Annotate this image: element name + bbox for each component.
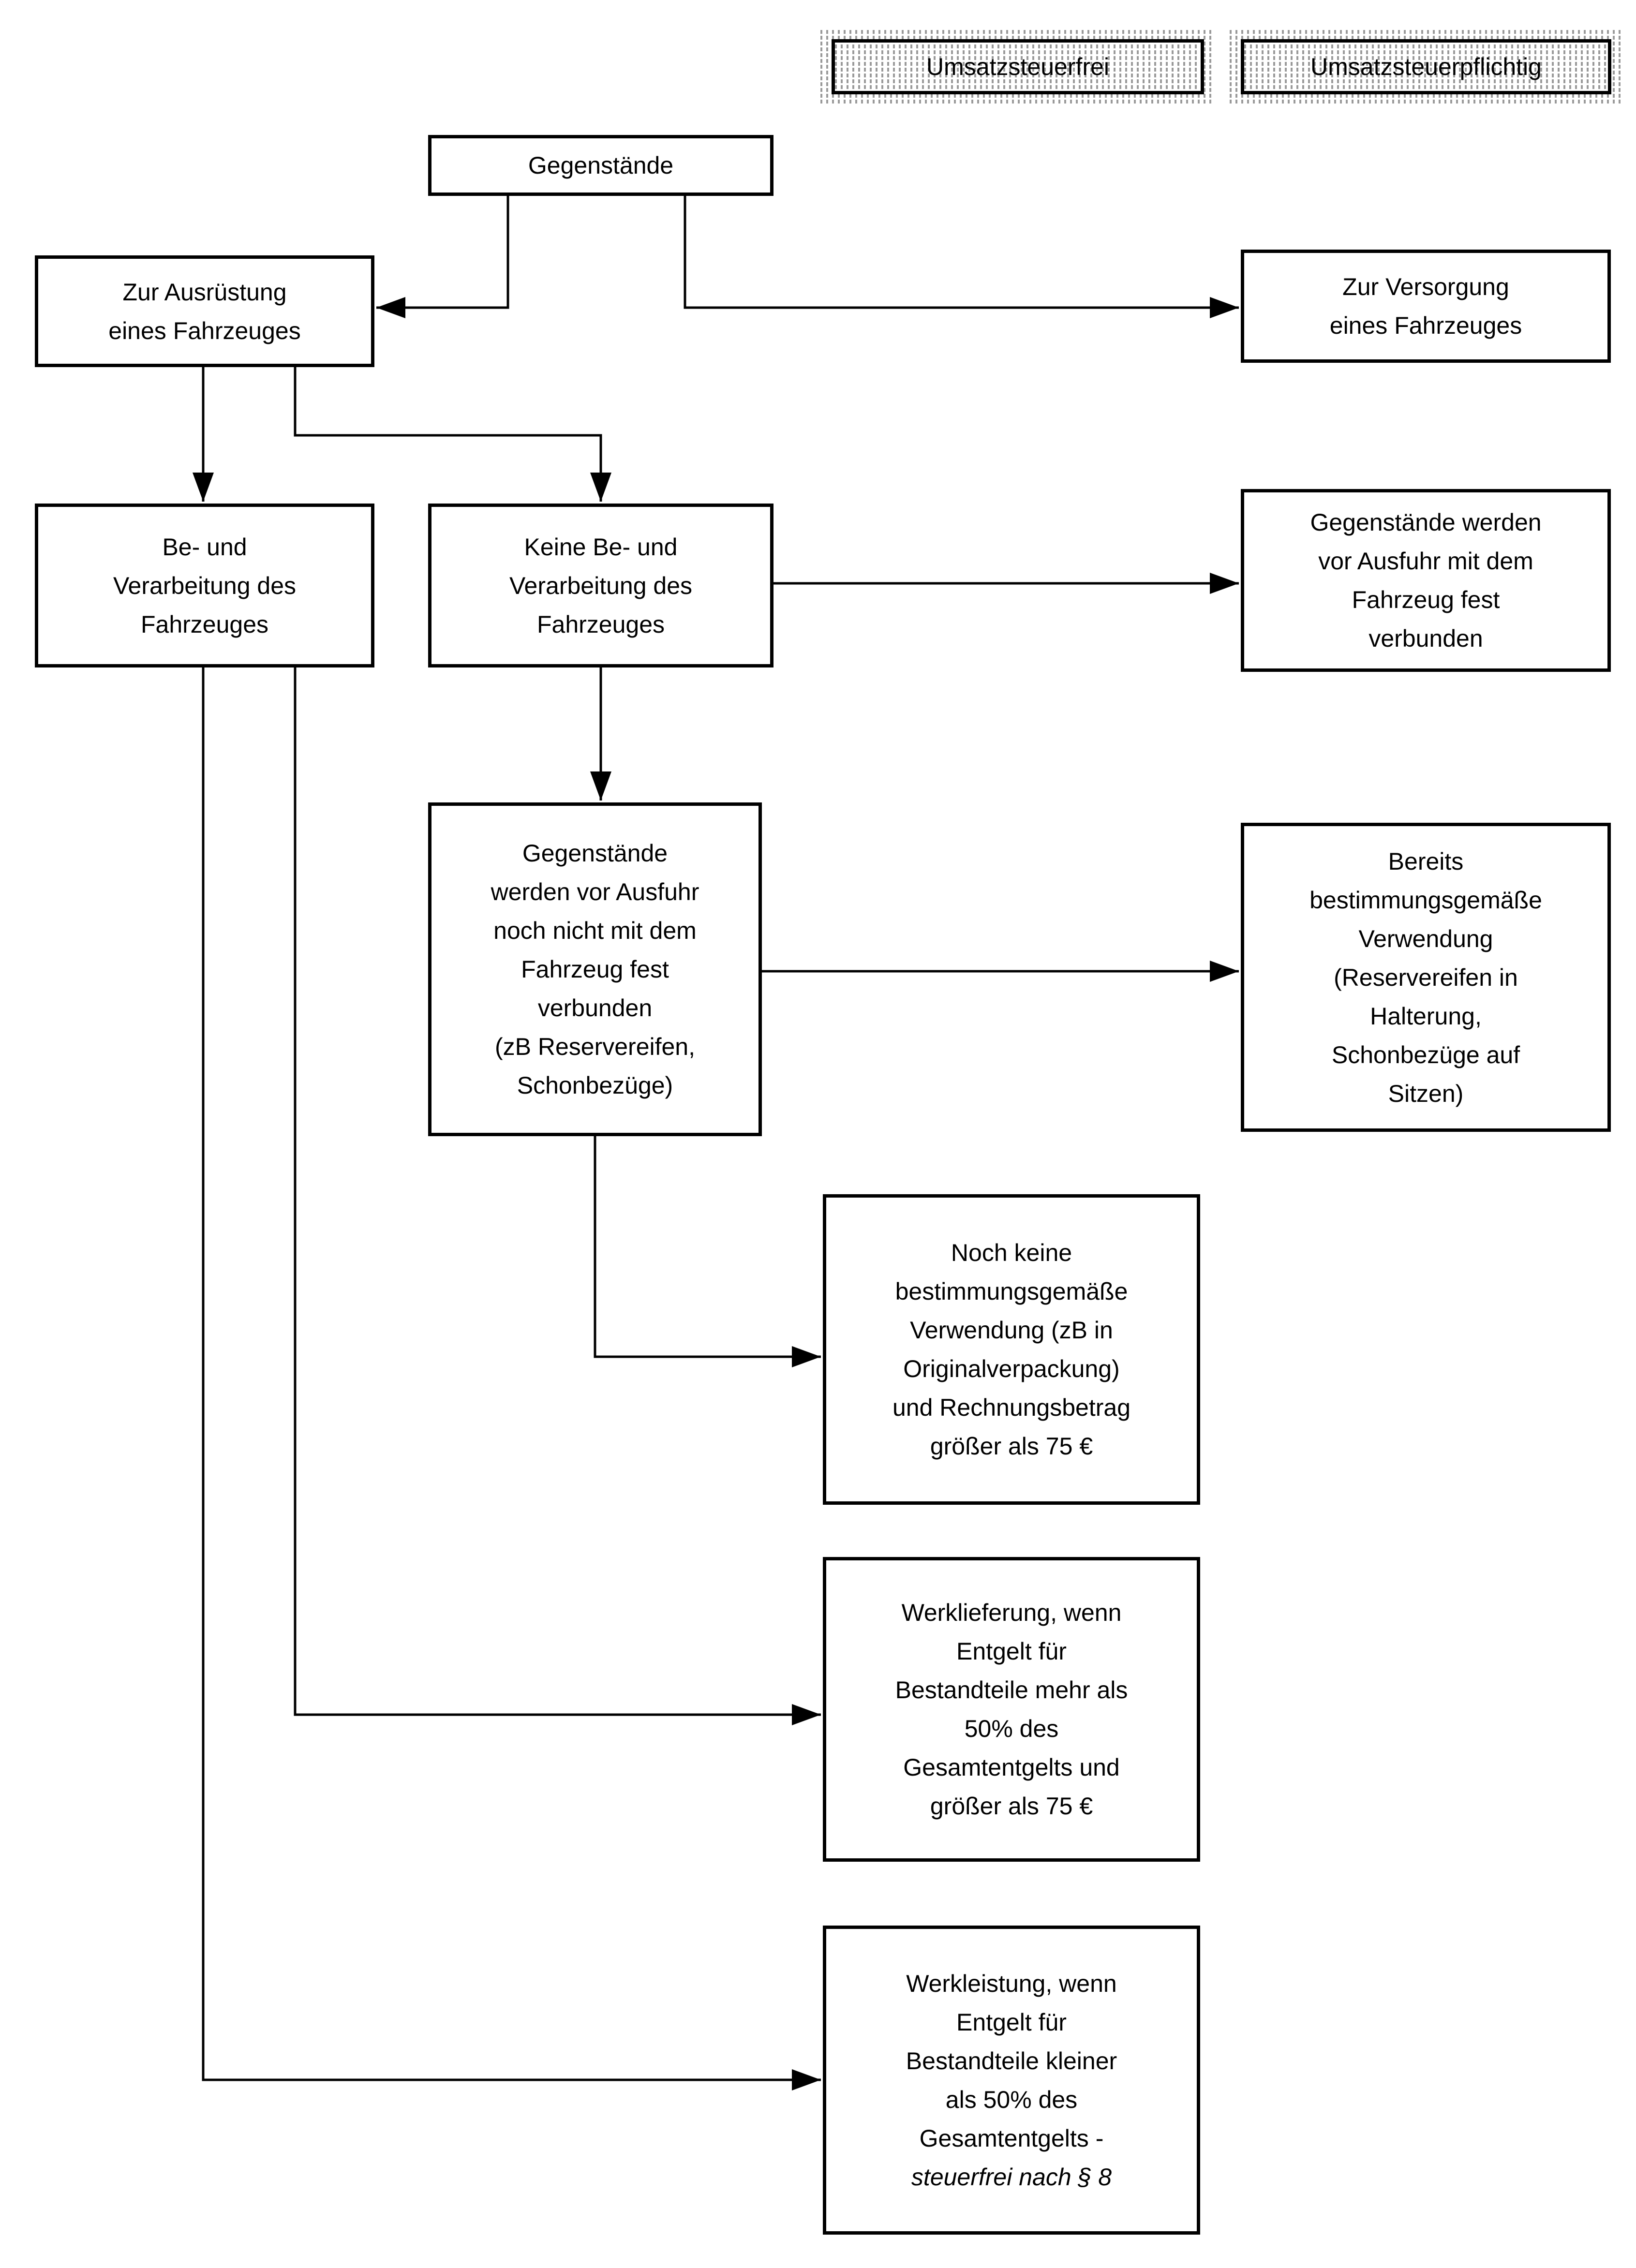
node-werkleistung: Werkleistung, wenn Entgelt für Bestandte… xyxy=(823,1926,1200,2235)
node-fest-verbunden-label: Gegenstände werden vor Ausfuhr mit dem F… xyxy=(1310,509,1542,652)
node-keine-be-und-verarbeitung: Keine Be- und Verarbeitung des Fahrzeuge… xyxy=(428,504,773,667)
node-fest-verbunden: Gegenstände werden vor Ausfuhr mit dem F… xyxy=(1241,489,1611,672)
node-gegenstaende-label: Gegenstände xyxy=(528,152,674,179)
node-keine-be-und-verarbeitung-label: Keine Be- und Verarbeitung des Fahrzeuge… xyxy=(509,533,693,638)
node-be-und-verarbeitung-label: Be- und Verarbeitung des Fahrzeuges xyxy=(113,533,297,638)
node-noch-nicht-fest-verbunden-label: Gegenstände werden vor Ausfuhr noch nich… xyxy=(491,840,699,1099)
legend-umsatzsteuerfrei: Umsatzsteuerfrei xyxy=(820,28,1215,105)
connector-be-und-verarbeitung-to-werklieferung xyxy=(294,667,821,1725)
connector-gegenstaende-to-zur-versorgung xyxy=(684,196,1239,318)
legend-umsatzsteuerfrei-box: Umsatzsteuerfrei xyxy=(832,39,1204,94)
node-noch-nicht-fest-verbunden: Gegenstände werden vor Ausfuhr noch nich… xyxy=(428,802,762,1136)
node-werklieferung-label: Werklieferung, wenn Entgelt für Bestandt… xyxy=(895,1599,1128,1820)
node-zur-ausruestung: Zur Ausrüstung eines Fahrzeuges xyxy=(35,255,374,367)
node-zur-ausruestung-label: Zur Ausrüstung eines Fahrzeuges xyxy=(108,278,301,344)
node-werklieferung: Werklieferung, wenn Entgelt für Bestandt… xyxy=(823,1557,1200,1862)
legend-umsatzsteuerpflichtig: Umsatzsteuerpflichtig xyxy=(1230,28,1622,105)
connector-gegenstaende-to-zur-ausruestung xyxy=(376,196,509,318)
node-zur-versorgung-label: Zur Versorgung eines Fahrzeuges xyxy=(1329,273,1522,339)
legend-umsatzsteuerfrei-label: Umsatzsteuerfrei xyxy=(926,53,1109,80)
connector-zur-ausruestung-to-keine-be-und-verarbeitung xyxy=(294,367,611,502)
node-noch-keine-verwendung-label: Noch keine bestimmungsgemäße Verwendung … xyxy=(892,1239,1131,1460)
connector-noch-nicht-fest-verbunden-to-noch-keine-verwendung xyxy=(594,1136,821,1367)
node-bereits-verwendung-label: Bereits bestimmungsgemäße Verwendung (Re… xyxy=(1309,847,1542,1107)
node-werkleistung-main-text: Werkleistung, wenn Entgelt für Bestandte… xyxy=(906,1970,1117,2152)
node-noch-keine-verwendung: Noch keine bestimmungsgemäße Verwendung … xyxy=(823,1194,1200,1505)
legend-umsatzsteuerpflichtig-label: Umsatzsteuerpflichtig xyxy=(1310,53,1542,80)
node-werkleistung-label: Werkleistung, wenn Entgelt für Bestandte… xyxy=(906,1964,1117,2196)
node-werkleistung-italic-text: steuerfrei nach § 8 xyxy=(911,2163,1112,2191)
node-gegenstaende: Gegenstände xyxy=(428,135,773,196)
node-be-und-verarbeitung: Be- und Verarbeitung des Fahrzeuges xyxy=(35,504,374,667)
node-bereits-verwendung: Bereits bestimmungsgemäße Verwendung (Re… xyxy=(1241,823,1611,1132)
legend-umsatzsteuerpflichtig-box: Umsatzsteuerpflichtig xyxy=(1241,39,1611,94)
connector-be-und-verarbeitung-to-werkleistung xyxy=(202,667,821,2090)
node-zur-versorgung: Zur Versorgung eines Fahrzeuges xyxy=(1241,250,1611,363)
